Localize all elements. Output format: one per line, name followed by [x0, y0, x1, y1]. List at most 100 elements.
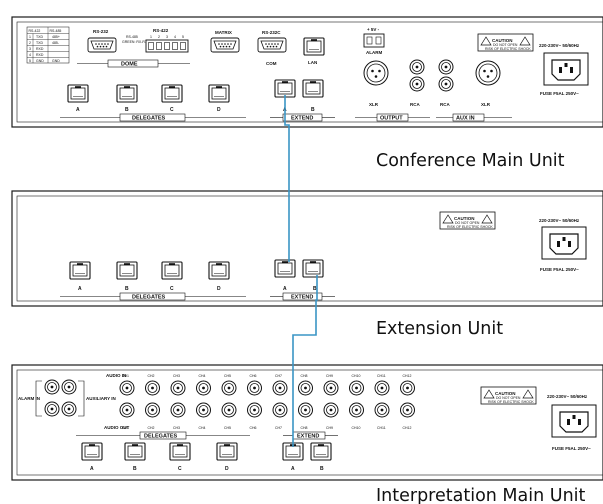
audio-in-rca-connector[interactable]: [400, 380, 415, 396]
int-delegate-port-a[interactable]: [81, 442, 103, 461]
pin-table-cell: 485-: [52, 41, 60, 45]
pin-table-cell: 2: [29, 41, 31, 45]
auxiliary-in-label: AUXILIARY IN: [86, 396, 116, 401]
alarm-in-connector-top[interactable]: [44, 379, 60, 395]
main-caution-sub2: RISK OF ELECTRIC SHOCK: [485, 47, 531, 51]
audio-out-rca-connector[interactable]: [221, 402, 237, 418]
svg-text:2: 2: [158, 35, 160, 39]
alarm-in-connector-bottom[interactable]: [44, 401, 60, 417]
audio-in-rca-connector[interactable]: [170, 380, 186, 396]
ext-extend-label-a: A: [283, 286, 287, 292]
aux-xlr-connector[interactable]: [475, 60, 501, 86]
svg-text:5: 5: [182, 35, 184, 39]
audio-out-rca-connector[interactable]: [196, 402, 211, 418]
ext-delegate-port-a[interactable]: [69, 261, 91, 280]
ext-fuse-label: FUSE F5AL 250V~: [540, 267, 579, 272]
pin-table: RS-422 RS-485 1 TXD 485+ 2 TXD 485- 3 RX…: [26, 26, 70, 64]
main-caution-sub: DO NOT OPEN: [493, 43, 518, 47]
alarm-terminal[interactable]: [363, 33, 385, 48]
int-delegate-port-b[interactable]: [124, 442, 146, 461]
int-delegate-label-b: B: [133, 466, 137, 472]
ext-power-inlet[interactable]: [541, 226, 587, 260]
com-port[interactable]: [257, 37, 287, 53]
audio-in-rca-connector[interactable]: [323, 380, 339, 396]
output-xlr-label: XLR: [369, 102, 379, 107]
aux-rca-connector-top[interactable]: [438, 59, 454, 75]
rs232-port[interactable]: [87, 37, 117, 53]
audio-out-rca-connector[interactable]: [349, 402, 364, 418]
main-extend-port-a[interactable]: [274, 79, 296, 98]
pin-table-cell: GND: [36, 59, 44, 63]
audio-in-rca-connector[interactable]: [221, 380, 237, 396]
audio-in-rca-connector[interactable]: [349, 380, 364, 396]
audio-in-rca-connector[interactable]: [374, 380, 390, 396]
pin-table-header-2: RS-485: [50, 29, 62, 33]
int-delegate-port-d[interactable]: [216, 442, 238, 461]
int-delegate-label-c: C: [178, 466, 182, 472]
ext-extend-label: EXTEND: [291, 295, 313, 301]
main-extend-port-b[interactable]: [302, 79, 324, 98]
audio-out-rca-connector[interactable]: [374, 402, 390, 418]
audio-out-rca-connector[interactable]: [170, 402, 186, 418]
aux-rca-connector-bottom[interactable]: [438, 76, 454, 92]
int-caution-sub2: RISK OF ELECTRIC SHOCK: [488, 400, 534, 404]
aux-in-connector-bottom[interactable]: [61, 401, 77, 417]
ext-extend-port-a[interactable]: [274, 259, 296, 278]
audio-out-rca-connector[interactable]: [400, 402, 415, 418]
aux-rca-label: RCA: [440, 102, 450, 107]
audio-out-channel-label: CH7: [275, 426, 282, 430]
main-fuse-label: FUSE F5AL 250V~: [540, 91, 579, 96]
main-delegate-port-a[interactable]: [67, 84, 89, 103]
audio-in-rca-connector[interactable]: [145, 380, 160, 396]
ext-delegate-label-c: C: [170, 286, 174, 292]
audio-out-rca-connector[interactable]: [298, 402, 313, 418]
audio-out-rca-connector[interactable]: [323, 402, 339, 418]
ext-delegate-port-c[interactable]: [161, 261, 183, 280]
main-power-inlet[interactable]: [543, 52, 589, 86]
audio-out-channel-label: CH3: [173, 426, 180, 430]
com-label: COM: [266, 61, 277, 66]
audio-out-channel-label: CH9: [326, 426, 333, 430]
audio-out-channel-label: CH11: [377, 426, 386, 430]
ext-delegate-port-b[interactable]: [116, 261, 138, 280]
main-delegates-label: DELEGATES: [132, 116, 166, 122]
audio-in-rca-connector[interactable]: [119, 380, 135, 396]
audio-out-rca-connector[interactable]: [272, 402, 288, 418]
int-delegate-port-c[interactable]: [169, 442, 191, 461]
rs422-terminal-block[interactable]: [145, 39, 189, 53]
ext-delegate-port-d[interactable]: [208, 261, 230, 280]
ext-delegate-label-b: B: [125, 286, 129, 292]
audio-in-rca-connector[interactable]: [247, 380, 262, 396]
pin-table-cell: RXD: [36, 53, 44, 57]
audio-in-rca-connector[interactable]: [298, 380, 313, 396]
int-extend-port-b[interactable]: [310, 442, 332, 461]
int-extend-label-b: B: [320, 466, 324, 472]
output-rca-connector-top[interactable]: [409, 59, 425, 75]
ext-caution-sub2: RISK OF ELECTRIC SHOCK: [447, 225, 493, 229]
pin-table-cell: TXD: [36, 41, 43, 45]
audio-out-channel-label: CH2: [148, 426, 155, 430]
matrix-port[interactable]: [210, 37, 240, 53]
svg-text:3: 3: [166, 35, 168, 39]
audio-in-rca-connector[interactable]: [272, 380, 288, 396]
audio-in-channel-label: CH1: [122, 374, 129, 378]
ext-extend-port-b[interactable]: [302, 259, 324, 278]
main-delegate-port-d[interactable]: [208, 84, 230, 103]
int-power-inlet[interactable]: [551, 404, 597, 438]
audio-out-rca-connector[interactable]: [119, 402, 135, 418]
alarm-power-label: + 5V -: [367, 27, 380, 32]
lan-port[interactable]: [303, 37, 325, 56]
ext-extend-label-b: B: [313, 286, 317, 292]
output-rca-connector-bottom[interactable]: [409, 76, 425, 92]
audio-out-rca-connector[interactable]: [247, 402, 262, 418]
aux-in-connector-top[interactable]: [61, 379, 77, 395]
audio-in-rca-connector[interactable]: [196, 380, 211, 396]
pin-table-cell: 4: [29, 53, 31, 57]
pin-table-cell: 1: [29, 35, 31, 39]
audio-out-channel-label: CH6: [250, 426, 257, 430]
main-delegate-port-b[interactable]: [116, 84, 138, 103]
main-delegate-port-c[interactable]: [161, 84, 183, 103]
output-xlr-connector[interactable]: [363, 60, 389, 86]
aux-xlr-label: XLR: [481, 102, 491, 107]
audio-out-rca-connector[interactable]: [145, 402, 160, 418]
